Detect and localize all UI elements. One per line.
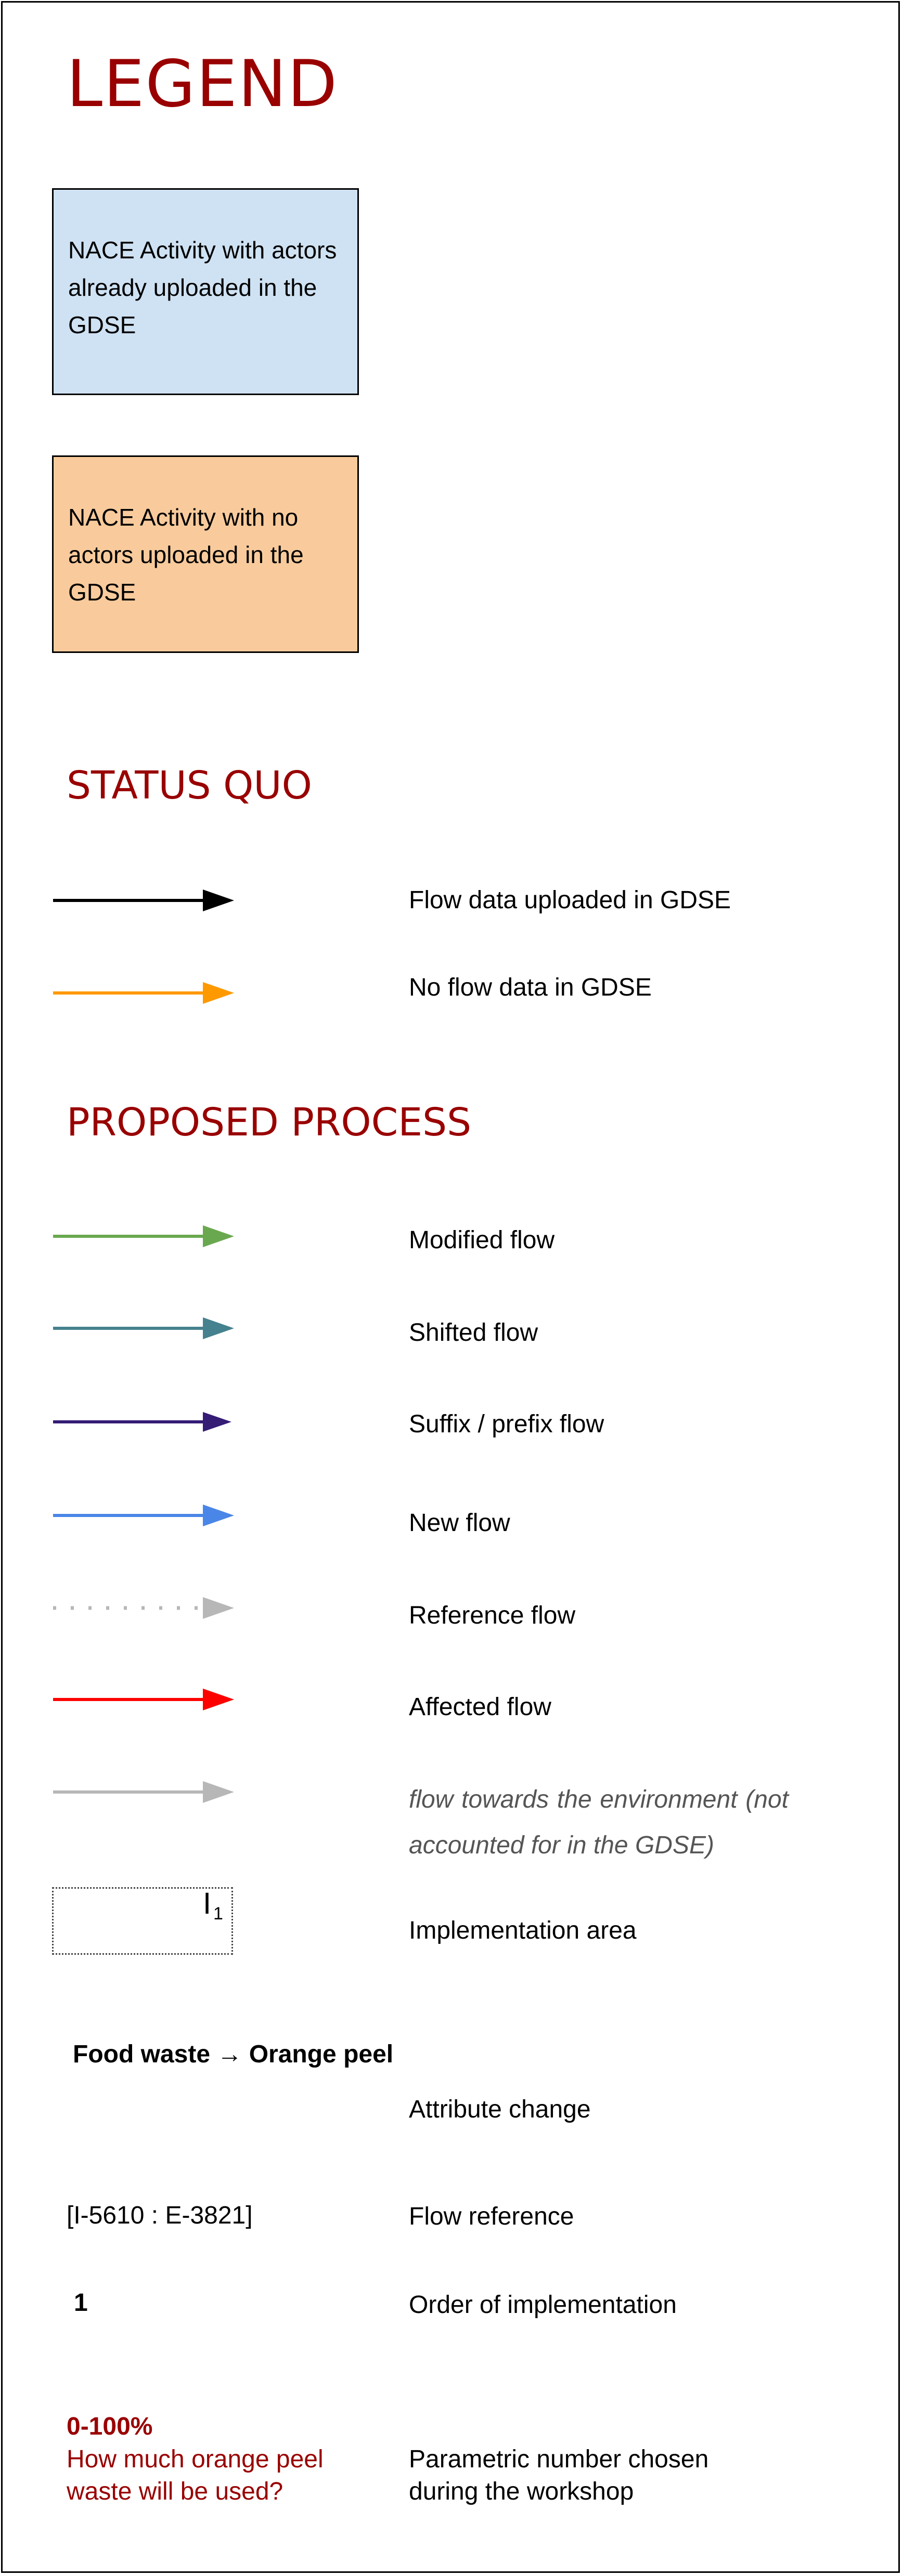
- label-order-of-implementation: Order of implementation: [409, 2291, 677, 2319]
- label-flow-uploaded: Flow data uploaded in GDSE: [409, 886, 731, 914]
- arrow-new-flow: [53, 1505, 234, 1526]
- label-attribute-change: Attribute change: [409, 2096, 591, 2123]
- label-suffix-prefix-flow: Suffix / prefix flow: [409, 1410, 604, 1438]
- proposed-process-title: PROPOSED PROCESS: [67, 1100, 472, 1145]
- label-reference-flow: Reference flow: [409, 1602, 576, 1629]
- attribute-change-example: Food waste → Orange peel: [73, 2041, 394, 2068]
- label-parametric-number: Parametric number chosen during the work…: [409, 2446, 709, 2505]
- order-example: 1: [74, 2289, 88, 2317]
- box-no-actors: NACE Activity with no actors uploaded in…: [52, 455, 359, 653]
- label-shifted-flow: Shifted flow: [409, 1319, 538, 1346]
- status-quo-title: STATUS QUO: [67, 763, 312, 808]
- arrow-flow-uploaded: [53, 890, 234, 911]
- label-new-flow: New flow: [409, 1509, 510, 1537]
- label-flow-reference: Flow reference: [409, 2203, 574, 2230]
- label-environment-flow: flow towards the environment (not accoun…: [409, 1786, 789, 1859]
- arrow-suffix-prefix-flow: [53, 1412, 231, 1432]
- legend-title: LEGEND: [67, 47, 339, 122]
- label-affected-flow: Affected flow: [409, 1693, 551, 1721]
- arrow-reference-flow: [53, 1597, 234, 1619]
- label-no-flow-data: No flow data in GDSE: [409, 974, 652, 1001]
- parametric-range: 0-100%: [67, 2413, 153, 2440]
- arrow-no-flow-data: [53, 982, 234, 1004]
- arrow-environment-flow: [53, 1781, 234, 1803]
- label-implementation-area: Implementation area: [409, 1917, 637, 1944]
- box-no-actors-text: NACE Activity with no actors uploaded in…: [68, 504, 304, 606]
- implementation-marker: I: [203, 1887, 212, 1920]
- flow-reference-example: [I-5610 : E-3821]: [67, 2202, 253, 2229]
- implementation-subscript: 1: [213, 1904, 223, 1924]
- label-modified-flow: Modified flow: [409, 1226, 555, 1254]
- arrow-shifted-flow: [53, 1317, 234, 1339]
- implementation-area-box: [52, 1887, 233, 1955]
- arrow-modified-flow: [53, 1225, 234, 1247]
- box-actors-uploaded-text: NACE Activity with actors already upload…: [68, 237, 337, 338]
- box-actors-uploaded: NACE Activity with actors already upload…: [52, 188, 359, 395]
- parametric-question: How much orange peel waste will be used?: [67, 2446, 324, 2505]
- arrow-affected-flow: [53, 1689, 234, 1710]
